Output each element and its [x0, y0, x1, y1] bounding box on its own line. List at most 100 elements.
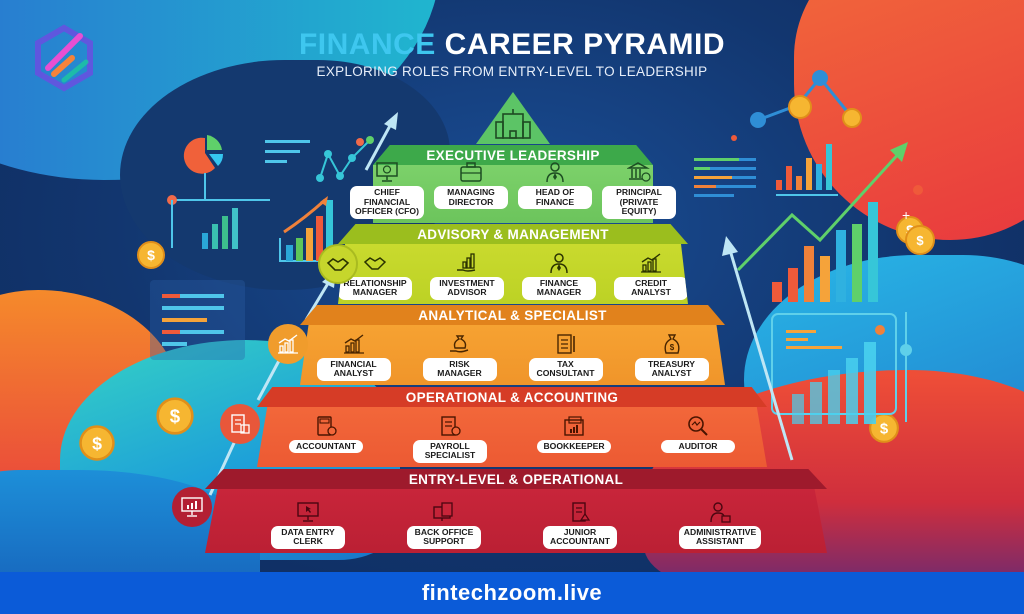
- footer-site-link[interactable]: fintechzoom.live: [421, 580, 603, 605]
- tier-2-side-badge: [318, 244, 358, 284]
- svg-text:$: $: [170, 406, 181, 427]
- role-label: PRINCIPAL (PRIVATE EQUITY): [602, 186, 676, 219]
- role-label: ADMINISTRATIVE ASSISTANT: [678, 525, 762, 549]
- briefcase-icon: [460, 162, 482, 182]
- infographic-canvas: $ $ $ $ $: [0, 0, 1024, 572]
- tier-title: ADVISORY & MANAGEMENT: [338, 224, 688, 244]
- role-label: DATA ENTRY CLERK: [271, 525, 345, 549]
- person-tie-icon: [550, 253, 568, 273]
- tier-title: EXECUTIVE LEADERSHIP: [373, 145, 653, 165]
- growth-chart-icon: [278, 334, 298, 354]
- growth-chart-icon: [641, 253, 661, 273]
- document-pen-icon: [572, 502, 591, 522]
- role-bookkeeper: BOOKKEEPER: [530, 415, 618, 463]
- role-cfo: CHIEF FINANCIAL OFFICER (CFO): [350, 161, 424, 219]
- role-investment-advisor: INVESTMENT ADVISOR: [430, 252, 504, 300]
- role-label: AUDITOR: [661, 439, 735, 454]
- tier-3-side-badge: [268, 324, 308, 364]
- role-tax-consultant: TAX CONSULTANT: [522, 333, 610, 381]
- role-label: RISK MANAGER: [422, 357, 497, 381]
- role-label: HEAD OF FINANCE: [518, 186, 592, 210]
- decorative-charts-right-icon: + $: [694, 70, 935, 302]
- role-label: RELATIONSHIP MANAGER: [338, 276, 412, 300]
- role-principal: PRINCIPAL (PRIVATE EQUITY): [602, 161, 676, 219]
- career-pyramid: EXECUTIVE LEADERSHIP CHIEF FINANCIAL OFF…: [172, 92, 827, 553]
- role-relationship-manager: RELATIONSHIP MANAGER: [338, 252, 412, 300]
- tax-document-icon: [556, 334, 575, 354]
- monitor-chart-icon: [181, 497, 203, 517]
- tier-advisory-management: ADVISORY & MANAGEMENT RELATIONSHIP MANAG…: [338, 224, 688, 304]
- coin-dollar-icon: $: [156, 397, 194, 435]
- hand-bar-chart-icon: [457, 253, 476, 272]
- role-payroll-specialist: PAYROLL SPECIALIST: [406, 415, 494, 463]
- role-label: JUNIOR ACCOUNTANT: [543, 525, 617, 549]
- role-financial-analyst: FINANCIAL ANALYST: [310, 333, 398, 381]
- role-accountant: ACCOUNTANT: [282, 415, 370, 463]
- role-label: CREDIT ANALYST: [614, 276, 688, 300]
- role-label: ACCOUNTANT: [289, 439, 363, 454]
- coin-dollar-icon: $: [79, 425, 115, 461]
- tier-entry-level-operational: ENTRY-LEVEL & OPERATIONAL DATA ENTRY CLE…: [205, 469, 827, 553]
- handshake-icon: [363, 256, 387, 270]
- role-label: CHIEF FINANCIAL OFFICER (CFO): [350, 186, 424, 219]
- calculator-check-icon: [317, 416, 337, 436]
- brand-logo-icon: [35, 24, 93, 92]
- tier-4-side-badge: [220, 404, 260, 444]
- person-briefcase-icon: [710, 502, 731, 523]
- tier-title: ANALYTICAL & SPECIALIST: [300, 305, 725, 325]
- svg-text:$: $: [880, 420, 889, 437]
- tier-executive-leadership: EXECUTIVE LEADERSHIP CHIEF FINANCIAL OFF…: [350, 145, 676, 223]
- svg-text:$: $: [147, 247, 155, 263]
- decorative-dashboard-panel-icon: [771, 312, 912, 424]
- diagonal-arrow-icon: [722, 236, 794, 461]
- magnifier-icon: [688, 415, 708, 436]
- role-auditor: AUDITOR: [654, 415, 742, 463]
- page-subtitle: EXPLORING ROLES FROM ENTRY-LEVEL TO LEAD…: [316, 64, 708, 79]
- handshake-icon: [326, 258, 350, 271]
- svg-text:$: $: [669, 343, 674, 352]
- monitor-cursor-icon: [297, 502, 319, 522]
- page-title: FINANCE CAREER PYRAMID: [0, 28, 1024, 62]
- growth-chart-icon: [343, 334, 364, 354]
- role-finance-manager: FINANCE MANAGER: [522, 252, 596, 300]
- role-administrative-assistant: ADMINISTRATIVE ASSISTANT: [672, 501, 768, 549]
- computer-documents-icon: [433, 502, 453, 521]
- role-label: FINANCIAL ANALYST: [316, 357, 391, 381]
- role-label: TREASURY ANALYST: [634, 357, 709, 381]
- tier-5-side-badge: [172, 487, 212, 527]
- tier-title: OPERATIONAL & ACCOUNTING: [257, 387, 767, 407]
- role-treasury-analyst: $ TREASURY ANALYST: [628, 333, 716, 381]
- office-building-icon: [476, 92, 550, 144]
- tier-analytical-specialist: ANALYTICAL & SPECIALIST FINANCIAL ANALYS…: [300, 305, 725, 385]
- role-managing-director: MANAGING DIRECTOR: [434, 161, 508, 219]
- svg-text:$: $: [92, 433, 102, 453]
- tier-operational-accounting: OPERATIONAL & ACCOUNTING ACCOUNTANT PAYR…: [257, 387, 767, 467]
- role-head-of-finance: HEAD OF FINANCE: [518, 161, 592, 219]
- role-label: BACK OFFICE SUPPORT: [407, 525, 481, 549]
- role-label: INVESTMENT ADVISOR: [430, 276, 504, 300]
- role-credit-analyst: CREDIT ANALYST: [614, 252, 688, 300]
- person-tie-icon: [546, 162, 564, 183]
- title-rest: CAREER PYRAMID: [444, 28, 726, 61]
- role-junior-accountant: JUNIOR ACCOUNTANT: [536, 501, 624, 549]
- tier-title: ENTRY-LEVEL & OPERATIONAL: [205, 469, 827, 489]
- hand-money-bag-icon: [449, 335, 468, 353]
- ledger-chart-icon: [564, 416, 584, 436]
- money-bag-icon: $: [663, 334, 680, 354]
- role-back-office-support: BACK OFFICE SUPPORT: [400, 501, 488, 549]
- role-risk-manager: RISK MANAGER: [416, 333, 504, 381]
- documents-icon: [231, 414, 250, 434]
- svg-text:$: $: [916, 233, 924, 248]
- monitor-dollar-icon: [376, 162, 398, 182]
- decorative-text-panel-icon: [150, 280, 245, 360]
- role-label: MANAGING DIRECTOR: [434, 186, 508, 210]
- role-label: FINANCE MANAGER: [522, 276, 596, 300]
- bank-dollar-icon: [627, 162, 651, 182]
- coin-dollar-icon: $: [137, 241, 165, 269]
- role-label: TAX CONSULTANT: [528, 357, 603, 381]
- decorative-charts-left-icon: [167, 135, 374, 262]
- role-label: BOOKKEEPER: [537, 439, 611, 454]
- svg-text:+: +: [902, 207, 910, 223]
- title-accent: FINANCE: [298, 28, 436, 61]
- role-data-entry-clerk: DATA ENTRY CLERK: [264, 501, 352, 549]
